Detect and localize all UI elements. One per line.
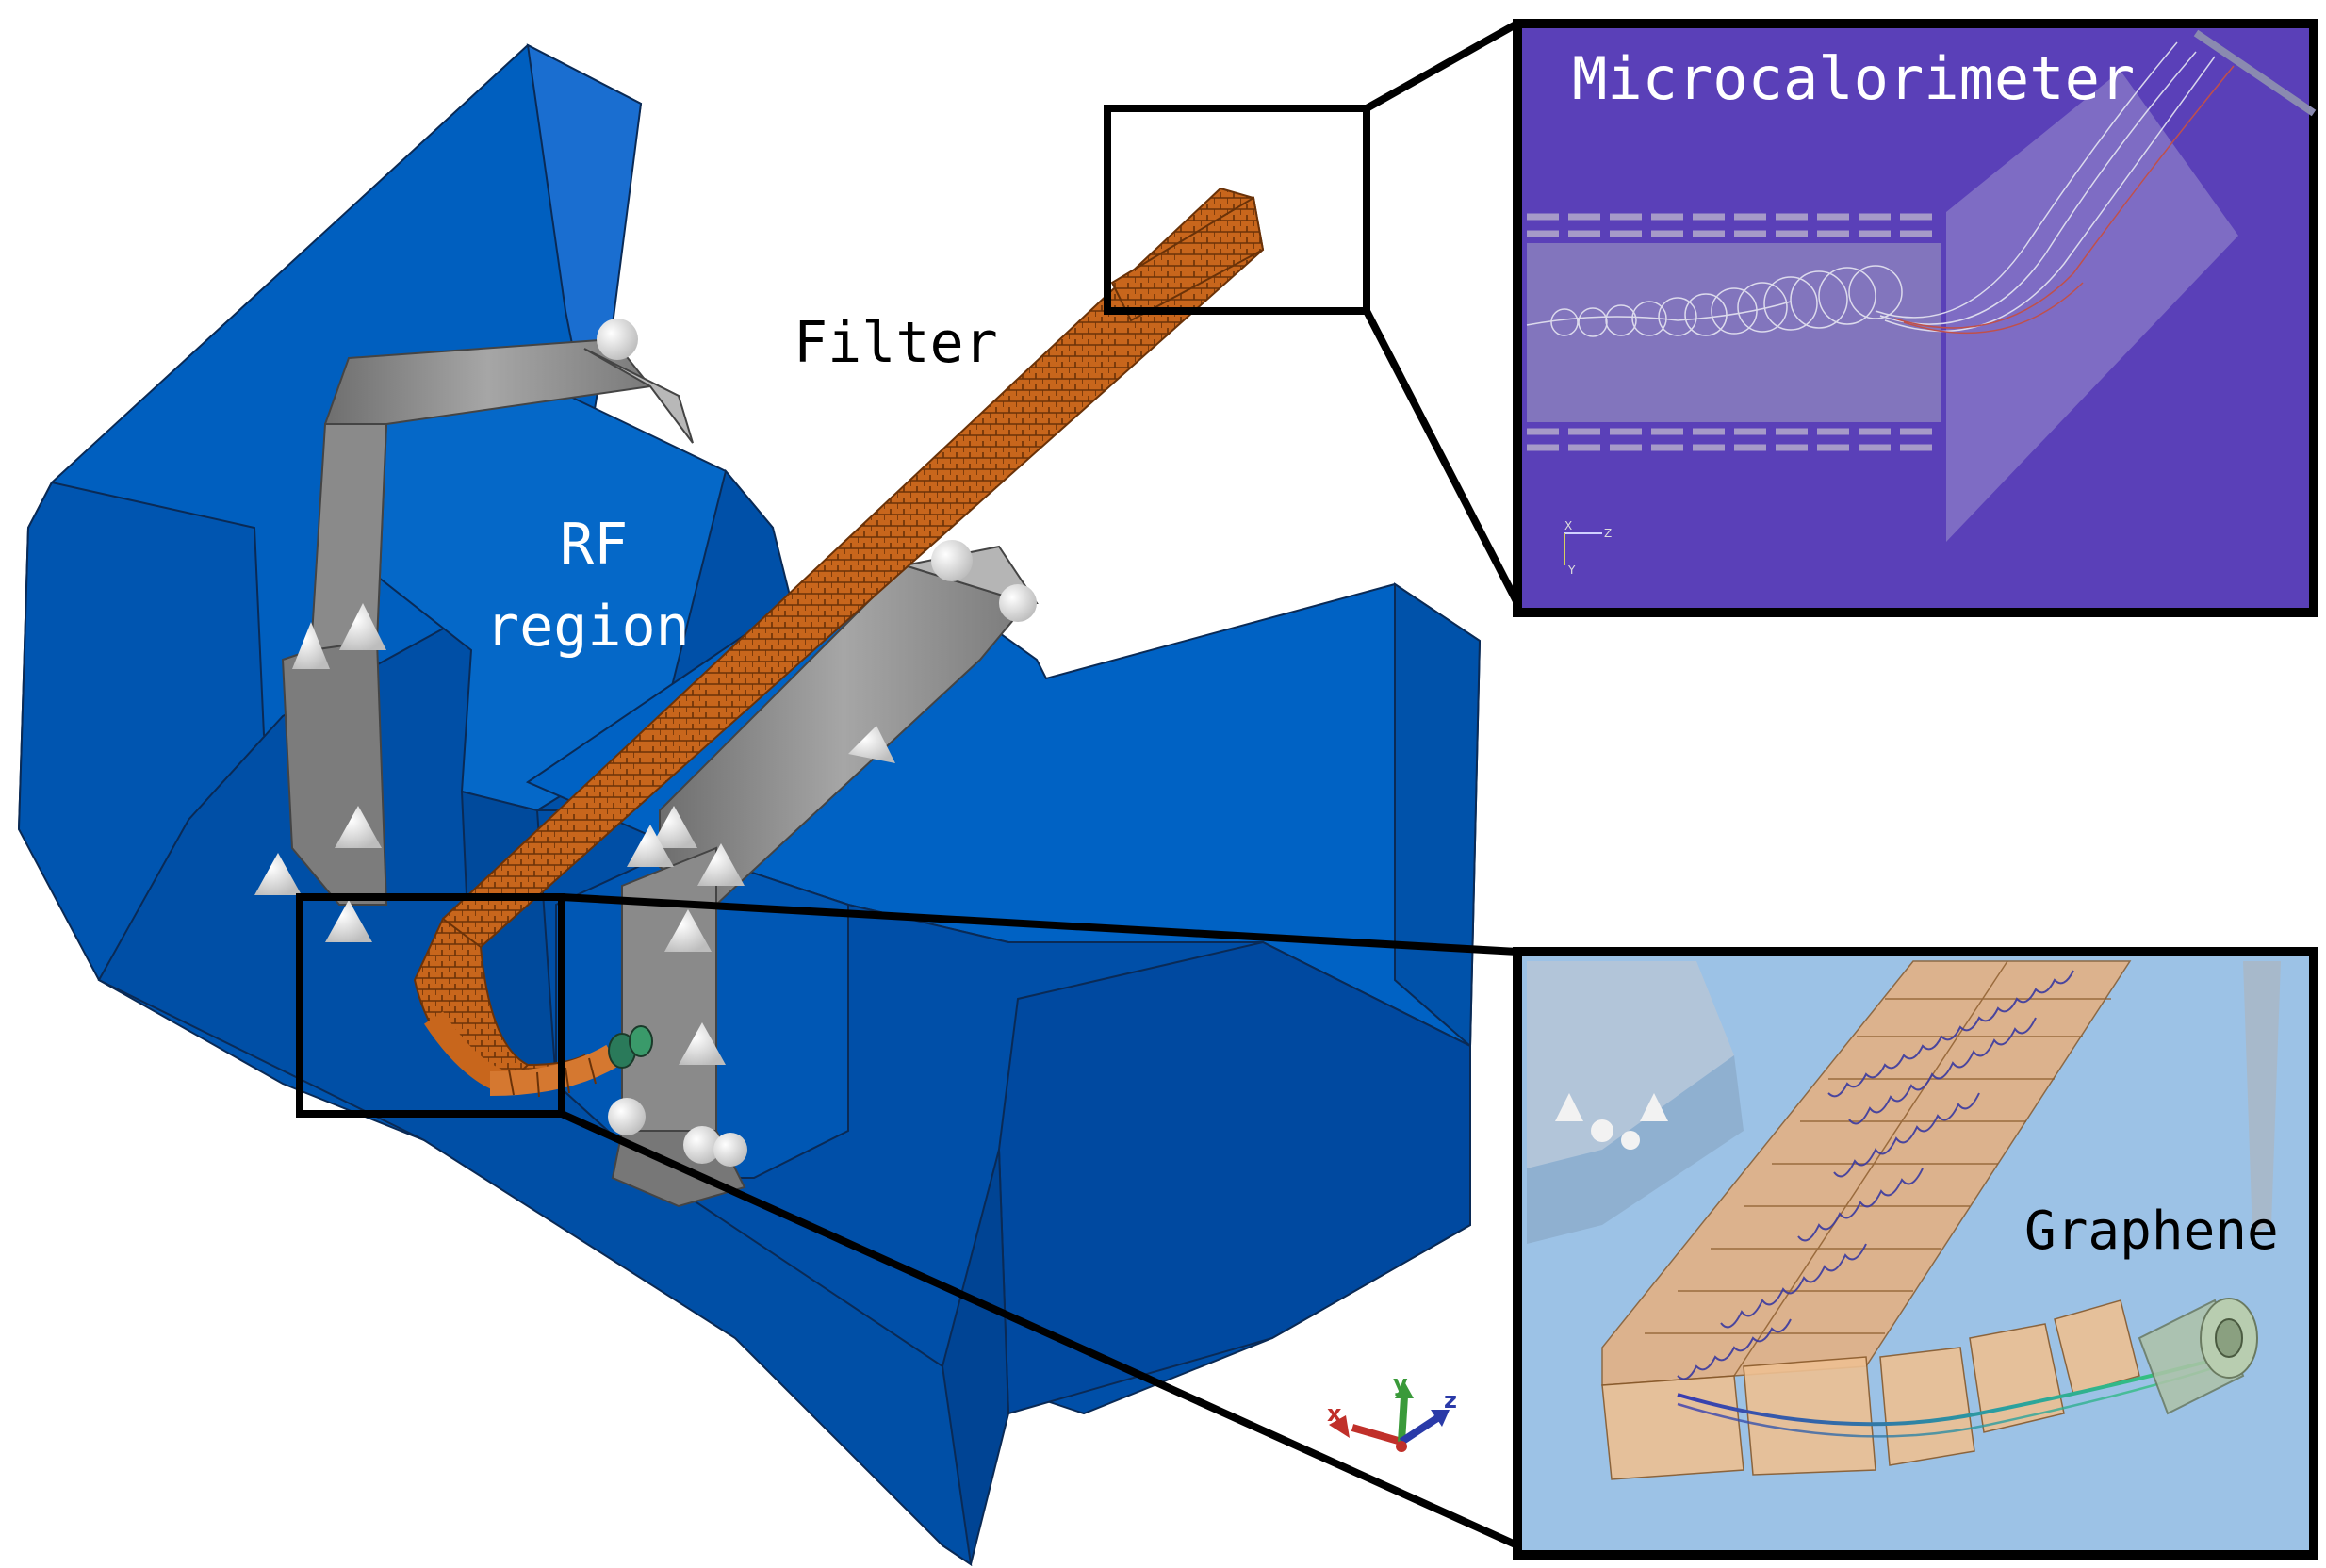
- microcalorimeter-label: Microcalorimeter: [1572, 44, 2135, 113]
- inset-microcalorimeter: X Z Y Microcalorimeter: [1513, 19, 2318, 617]
- zoom-box-bottom: [296, 893, 1519, 1549]
- inset-axis-y-label: Y: [1567, 564, 1576, 577]
- zoom-box-top: [1104, 20, 1521, 605]
- field-cones: [254, 318, 1037, 1167]
- filter-label: Filter: [794, 310, 998, 376]
- graphene-target: [2138, 1298, 2258, 1415]
- electron-track: [1526, 41, 2216, 337]
- main-axis-x-label: x: [1327, 1400, 1342, 1427]
- graphene-label: Graphene: [2024, 1200, 2279, 1262]
- rf-region-label-line2: region: [485, 594, 690, 660]
- inset-graphene: Graphene: [1513, 947, 2318, 1560]
- inset-axis-x-label: X: [1564, 519, 1572, 532]
- main-axis-triad: x y z: [1327, 1370, 1457, 1452]
- main-axis-y-label: y: [1393, 1370, 1408, 1396]
- graphene-trajectories: [1677, 970, 2074, 1380]
- rf-region-label-line1: RF: [560, 512, 628, 578]
- inset-axis-triad: X Z Y: [1564, 519, 1612, 577]
- inset-axis-z-label: Z: [1604, 527, 1612, 540]
- magnet-body: [17, 43, 1482, 1567]
- main-axis-z-label: z: [1444, 1387, 1457, 1413]
- filter-channel: [413, 187, 1265, 1098]
